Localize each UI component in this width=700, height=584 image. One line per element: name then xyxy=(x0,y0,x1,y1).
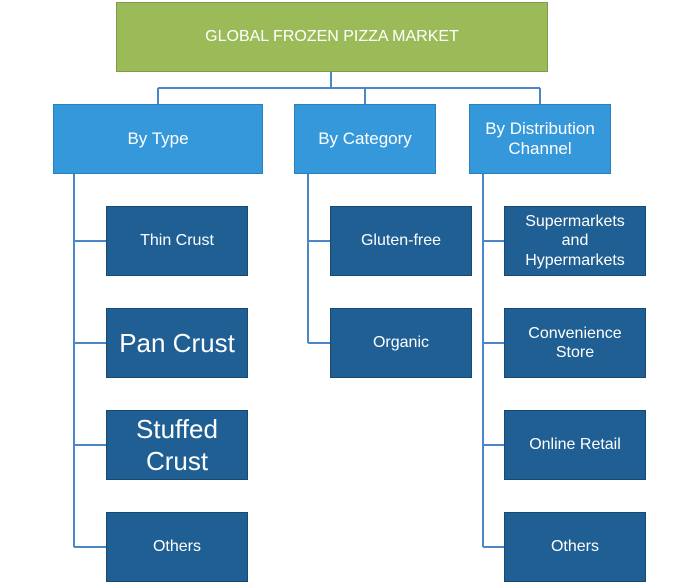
category-label: By Distribution Channel xyxy=(485,118,595,158)
leaf-organic: Organic xyxy=(330,308,472,378)
category-by-distribution-channel: By Distribution Channel xyxy=(469,104,611,174)
root-node: GLOBAL FROZEN PIZZA MARKET xyxy=(116,2,548,72)
leaf-stuffed-crust: Stuffed Crust xyxy=(106,410,248,480)
leaf-label: Convenience Store xyxy=(528,324,622,361)
leaf-others-type: Others xyxy=(106,512,248,582)
leaf-convenience-store: Convenience Store xyxy=(504,308,646,378)
leaf-label: Organic xyxy=(372,334,430,352)
category-label: By Type xyxy=(127,128,189,148)
leaf-label: Pan Crust xyxy=(119,327,235,358)
leaf-label: Gluten-free xyxy=(360,232,442,250)
leaf-label: Thin Crust xyxy=(140,232,214,250)
category-by-type: By Type xyxy=(53,104,263,174)
leaf-label: Online Retail xyxy=(529,436,621,454)
category-label: By Category xyxy=(318,128,412,148)
leaf-online-retail: Online Retail xyxy=(504,410,646,480)
leaf-label: Others xyxy=(550,538,599,556)
category-by-category: By Category xyxy=(294,104,436,174)
leaf-label: Others xyxy=(152,538,201,556)
leaf-gluten-free: Gluten-free xyxy=(330,206,472,276)
leaf-supermarkets-hypermarkets: Supermarkets and Hypermarkets xyxy=(504,206,646,276)
leaf-pan-crust: Pan Crust xyxy=(106,308,248,378)
leaf-others-distribution: Others xyxy=(504,512,646,582)
leaf-label: Stuffed Crust xyxy=(136,413,218,477)
leaf-label: Supermarkets and Hypermarkets xyxy=(525,213,625,269)
leaf-thin-crust: Thin Crust xyxy=(106,206,248,276)
root-label: GLOBAL FROZEN PIZZA MARKET xyxy=(205,28,459,46)
